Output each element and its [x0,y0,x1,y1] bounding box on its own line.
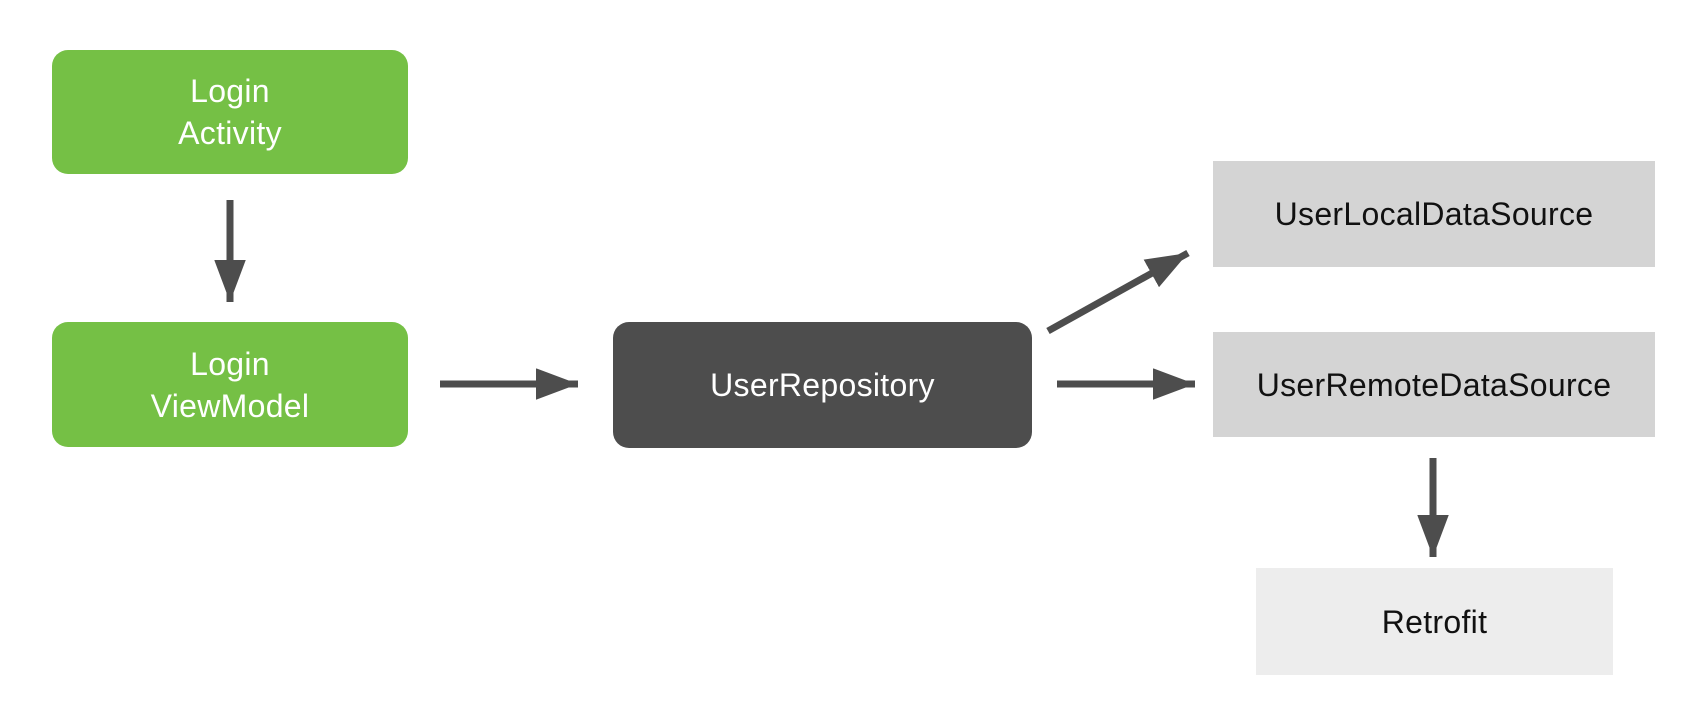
user-remote-data-source-label: UserRemoteDataSource [1256,366,1612,403]
user-local-data-source-label: UserLocalDataSource [1274,196,1594,232]
arrow-repository-to-localdatasource [1046,249,1190,335]
login-activity-label: Login Activity [178,73,282,151]
login-viewmodel-label: Login ViewModel [150,345,310,424]
login-activity-node: Login Activity [52,50,408,174]
login-viewmodel-node: Login ViewModel [52,322,408,447]
user-repository-label: UserRepository [710,367,935,403]
user-repository-node: UserRepository [613,322,1032,448]
retrofit-label: Retrofit [1381,603,1488,640]
user-local-data-source-node: UserLocalDataSource [1213,161,1655,267]
retrofit-node: Retrofit [1256,568,1613,675]
user-remote-data-source-node: UserRemoteDataSource [1213,332,1655,437]
